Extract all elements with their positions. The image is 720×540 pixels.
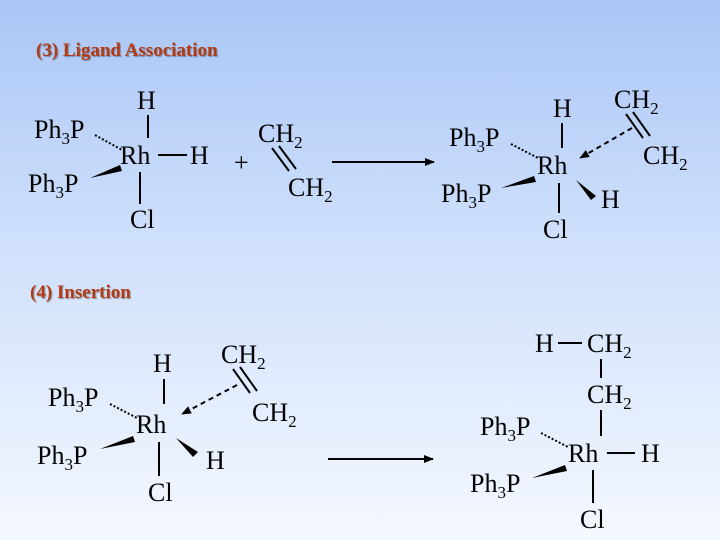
hydride-right-label: H [641,439,660,468]
solid-wedge-bond-to-h [176,438,198,457]
ph3p-lower-label: Ph3P [28,169,78,202]
p-text: P [84,383,98,412]
ch2-middle-label: CH2 [587,380,632,413]
subscript-3: 3 [75,397,84,416]
solid-wedge-bond [100,436,135,449]
double-bond-line-2 [278,145,297,170]
subscript-3: 3 [468,193,477,212]
subscript-3: 3 [61,129,70,148]
double-bond-line-1 [232,368,251,394]
rh-center-label: Rh [136,410,166,439]
subscript-3: 3 [55,183,64,202]
p-text: P [64,169,78,198]
ph3p-lower-label: Ph3P [470,469,520,502]
p-text: P [516,412,530,441]
hashed-wedge-bond [94,134,123,151]
p-text: P [485,123,499,152]
hydride-right-label: H [190,141,209,170]
hashed-wedge-bond [540,432,569,448]
ch2-top-label: CH2 [587,329,632,362]
coordination-arrow [579,127,633,159]
hydride-top-label: H [137,86,156,115]
double-bond-line-1 [271,147,290,172]
subscript-2: 2 [650,99,659,118]
subscript-2: 2 [294,133,303,152]
subscript-3: 3 [64,455,73,474]
ph-text: Ph [449,123,476,152]
rh-center-label: Rh [537,151,567,180]
subscript-2: 2 [679,155,688,174]
ch-text: CH [643,141,679,170]
ch-text: CH [587,329,623,358]
coordination-arrow [181,384,238,415]
ph3p-lower-label: Ph3P [441,179,491,212]
ph3p-upper-label: Ph3P [449,123,499,156]
double-bond-line-2 [239,366,258,392]
ch-text: CH [258,119,294,148]
ph-text: Ph [48,383,75,412]
ch2-upper-label: CH2 [221,340,266,373]
hashed-wedge-bond [109,403,138,419]
subscript-3: 3 [507,426,516,445]
ph3p-upper-label: Ph3P [480,412,530,445]
ph-text: Ph [480,412,507,441]
ch-text: CH [252,398,288,427]
ch-text: CH [221,340,257,369]
ch-text: CH [614,85,650,114]
rh-center-label: Rh [120,141,150,170]
ph-text: Ph [37,441,64,470]
ph3p-lower-label: Ph3P [37,441,87,474]
solid-wedge-bond [501,176,536,188]
ph-text: Ph [470,469,497,498]
hydride-chain-label: H [535,329,554,358]
step-4-title: (4) Insertion [30,282,131,303]
ph-text: Ph [34,115,61,144]
subscript-2: 2 [324,187,333,206]
step4-product-complex: H CH2 CH2 Ph3P Rh H Ph3P Cl [470,329,660,534]
p-text: P [73,441,87,470]
ch-text: CH [288,173,324,202]
ch2-upper-label: CH2 [258,119,303,152]
subscript-3: 3 [497,483,506,502]
hydride-top-label: H [553,94,572,123]
subscript-2: 2 [288,412,297,431]
subscript-3: 3 [476,137,485,156]
ph3p-upper-label: Ph3P [34,115,84,148]
ph3p-upper-label: Ph3P [48,383,98,416]
ch2-lower-label: CH2 [643,141,688,174]
chloride-label: Cl [130,205,155,234]
hydride-right-label: H [206,446,225,475]
rh-center-label: Rh [568,439,598,468]
step3-reactant-complex: H Ph3P Rh H Ph3P Cl [28,86,209,234]
solid-wedge-bond [90,165,122,178]
ph-text: Ph [28,169,55,198]
ch-text: CH [587,380,623,409]
step-3-title: (3) Ligand Association [36,40,218,61]
hashed-wedge-bond [510,143,539,159]
chloride-label: Cl [543,215,568,244]
step3-product-complex: H CH2 CH2 Ph3P Rh Ph3P H Cl [441,85,688,244]
step4-reactant-complex: H CH2 CH2 Ph3P Rh Ph3P H Cl [37,340,297,507]
double-bond-line-2 [632,111,651,137]
p-text: P [477,179,491,208]
ch2-upper-label: CH2 [614,85,659,118]
solid-wedge-bond [532,465,567,478]
ch2-lower-label: CH2 [252,398,297,431]
p-text: P [506,469,520,498]
p-text: P [70,115,84,144]
plus-sign: + [234,148,249,177]
ethylene-molecule: CH2 CH2 [258,119,333,206]
hydride-right-label: H [601,185,620,214]
subscript-2: 2 [623,394,632,413]
subscript-2: 2 [623,343,632,362]
chloride-label: Cl [148,478,173,507]
solid-wedge-bond-to-h [576,180,596,200]
hydride-top-label: H [153,349,172,378]
double-bond-line-1 [625,113,644,139]
chloride-label: Cl [580,505,605,534]
ph-text: Ph [441,179,468,208]
subscript-2: 2 [257,354,266,373]
ch2-lower-label: CH2 [288,173,333,206]
